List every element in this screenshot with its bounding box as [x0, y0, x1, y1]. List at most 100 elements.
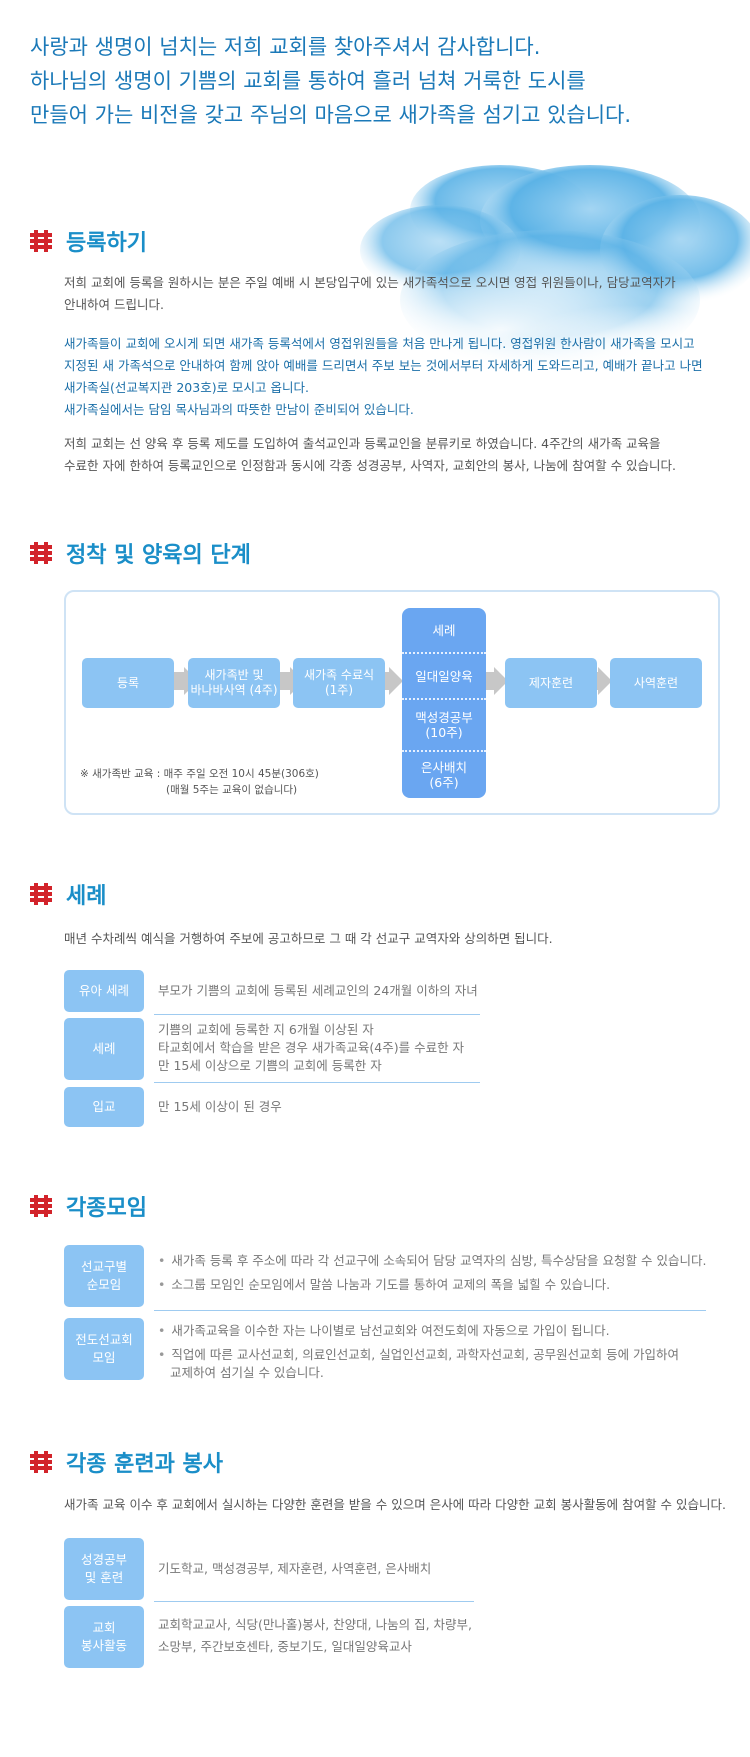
step-label: 세례: [432, 622, 456, 638]
cross-icon: [30, 883, 52, 905]
tag-district-group: 선교구별 순모임: [64, 1245, 144, 1307]
tag-label: 모임: [92, 1350, 116, 1365]
church-service-text: 교회학교교사, 식당(만나홀)봉사, 찬양대, 나눔의 집, 차량부, 소망부,…: [158, 1614, 472, 1658]
note-line: (매월 5주는 교육이 없습니다): [166, 784, 298, 796]
step-discipleship: 제자훈련: [505, 658, 597, 708]
confirmation-text: 만 15세 이상이 된 경우: [158, 1099, 282, 1114]
step-label: 새가족 수료식: [303, 668, 375, 682]
tag-mission-group: 전도선교회 모임: [64, 1318, 144, 1380]
divider: [154, 1082, 480, 1083]
intro-line-1: 사랑과 생명이 넘치는 저희 교회를 찾아주셔서 감사합니다.: [30, 35, 541, 59]
arrow-right-icon: [389, 667, 403, 695]
text-line: 저희 교회는 선 양육 후 등록 제도를 도입하여 출석교인과 등록교인을 분류…: [64, 436, 661, 451]
register-paragraph-3: 저희 교회는 선 양육 후 등록 제도를 도입하여 출석교인과 등록교인을 분류…: [64, 433, 724, 477]
intro-text: 사랑과 생명이 넘치는 저희 교회를 찾아주셔서 감사합니다. 하나님의 생명이…: [30, 30, 730, 132]
section-title-baptism: 세례: [30, 878, 106, 910]
tag-label: 유아 세례: [79, 983, 129, 998]
stack-baptism: 세례: [402, 608, 486, 654]
step-label: 등록: [116, 675, 140, 690]
bullet-text: 새가족교육을 이수한 자는 나이별로 남선교회와 여전도회에 자동으로 가입이 …: [171, 1323, 610, 1338]
cross-icon: [30, 1195, 52, 1217]
stack-gift-placement: 은사배치 (6주): [402, 752, 486, 798]
bullet-item: •새가족 등록 후 주소에 따라 각 선교구에 소속되어 담당 교역자의 심방,…: [158, 1253, 707, 1268]
divider: [154, 1014, 480, 1015]
steps-diagram-box: [64, 590, 720, 815]
step-label: 새가족반 및: [204, 668, 264, 682]
tag-label: 순모임: [86, 1277, 122, 1292]
step-label: 은사배치: [420, 760, 467, 775]
bullet-text: 새가족 등록 후 주소에 따라 각 선교구에 소속되어 담당 교역자의 심방, …: [171, 1253, 707, 1268]
infant-baptism-text: 부모가 기쁨의 교회에 등록된 세례교인의 24개월 이하의 자녀: [158, 983, 478, 998]
bullet-item: •새가족교육을 이수한 자는 나이별로 남선교회와 여전도회에 자동으로 가입이…: [158, 1323, 610, 1338]
section-title-text: 정착 및 양육의 단계: [66, 543, 251, 568]
text-line: 교회학교교사, 식당(만나홀)봉사, 찬양대, 나눔의 집, 차량부,: [158, 1617, 472, 1632]
bible-training-text: 기도학교, 맥성경공부, 제자훈련, 사역훈련, 은사배치: [158, 1561, 432, 1576]
step-label: (10주): [425, 725, 463, 740]
stack-bible-study: 맥성경공부 (10주): [402, 700, 486, 752]
step-label: (6주): [429, 775, 459, 790]
step-label: 바나바사역 (4주): [190, 683, 278, 697]
bullet-text: 직업에 따른 교사선교회, 의료인선교회, 실업인선교회, 과학자선교회, 공무…: [171, 1347, 680, 1362]
arrow-right-icon: [494, 667, 508, 695]
cloud-decoration: [340, 165, 750, 395]
stack-one-on-one: 일대일양육: [402, 654, 486, 700]
intro-line-3: 만들어 가는 비전을 갖고 주님의 마음으로 새가족을 섬기고 있습니다.: [30, 103, 632, 127]
arrow-connector: [172, 672, 186, 690]
text-line: 타교회에서 학습을 받은 경우 새가족교육(4주)를 수료한 자: [158, 1040, 465, 1055]
tag-label: 입교: [92, 1099, 116, 1114]
step-label: (1주): [324, 683, 354, 697]
text-line: 만 15세 이상으로 기쁨의 교회에 등록한 자: [158, 1058, 382, 1073]
arrow-right-icon: [598, 667, 612, 695]
arrow-connector: [383, 672, 391, 690]
text-line: 새가족실(선교복지관 203호)로 모시고 옵니다.: [64, 380, 310, 395]
cross-icon: [30, 1451, 52, 1473]
tag-label: 선교구별: [80, 1259, 127, 1274]
training-intro: 새가족 교육 이수 후 교회에서 실시하는 다양한 훈련을 받을 수 있으며 은…: [64, 1497, 726, 1512]
step-register: 등록: [82, 658, 174, 708]
text-line: 저희 교회에 등록을 원하시는 분은 주일 예배 시 본당입구에 있는 새가족석…: [64, 275, 676, 290]
register-paragraph-2: 새가족들이 교회에 오시게 되면 새가족 등록석에서 영접위원들을 처음 만나게…: [64, 333, 724, 421]
cross-icon: [30, 230, 52, 252]
steps-note: ※ 새가족반 교육 : 매주 주일 오전 10시 45분(306호) (매월 5…: [80, 766, 319, 798]
section-title-text: 각종모임: [66, 1196, 147, 1221]
tag-confirmation: 입교: [64, 1087, 144, 1127]
text-line: 새가족실에서는 담임 목사님과의 따뜻한 만남이 준비되어 있습니다.: [64, 402, 414, 417]
text-line: 새가족들이 교회에 오시게 되면 새가족 등록석에서 영접위원들을 처음 만나게…: [64, 336, 695, 351]
tag-infant-baptism: 유아 세례: [64, 970, 144, 1012]
step-label: 맥성경공부: [415, 710, 473, 725]
arrow-connector: [278, 672, 292, 690]
tag-baptism: 세례: [64, 1018, 144, 1080]
tag-label: 봉사활동: [80, 1638, 127, 1653]
tag-label: 전도선교회: [75, 1332, 133, 1347]
bullet-text: 소그룹 모임인 순모임에서 말씀 나눔과 기도를 통하여 교제의 폭을 넓힐 수…: [171, 1277, 611, 1292]
bullet-item: •직업에 따른 교사선교회, 의료인선교회, 실업인선교회, 과학자선교회, 공…: [158, 1347, 680, 1380]
text-line: 지정된 새 가족석으로 안내하여 함께 앉아 예배를 드리면서 주보 보는 것에…: [64, 358, 703, 373]
text-line: 수료한 자에 한하여 등록교인으로 인정함과 동시에 각종 성경공부, 사역자,…: [64, 458, 677, 473]
section-title-steps: 정착 및 양육의 단계: [30, 537, 251, 569]
step-ministry-training: 사역훈련: [610, 658, 702, 708]
step-label: 사역훈련: [633, 675, 679, 690]
tag-bible-training: 성경공부 및 훈련: [64, 1538, 144, 1600]
section-title-text: 세례: [66, 884, 107, 909]
tag-label: 교회: [92, 1620, 116, 1635]
text-line: 기쁨의 교회에 등록한 지 6개월 이상된 자: [158, 1022, 374, 1037]
cross-icon: [30, 542, 52, 564]
note-line: ※ 새가족반 교육 : 매주 주일 오전 10시 45분(306호): [80, 768, 319, 780]
section-title-text: 각종 훈련과 봉사: [66, 1452, 223, 1477]
arrow-connector: [486, 672, 496, 690]
section-title-groups: 각종모임: [30, 1190, 147, 1222]
step-stack: 세례 일대일양육 맥성경공부 (10주) 은사배치 (6주): [402, 608, 486, 798]
tag-label: 성경공부: [80, 1552, 127, 1567]
bullet-text: 교제하여 섬기실 수 있습니다.: [170, 1365, 324, 1380]
tag-label: 세례: [92, 1041, 116, 1056]
step-newfamily-class: 새가족반 및 바나바사역 (4주): [188, 658, 280, 708]
intro-line-2: 하나님의 생명이 기쁨의 교회를 통하여 흘러 넘쳐 거룩한 도시를: [30, 69, 586, 93]
register-paragraph-1: 저희 교회에 등록을 원하시는 분은 주일 예배 시 본당입구에 있는 새가족석…: [64, 272, 724, 316]
section-title-training: 각종 훈련과 봉사: [30, 1446, 223, 1478]
step-graduation: 새가족 수료식 (1주): [293, 658, 385, 708]
text-line: 안내하여 드립니다.: [64, 297, 164, 312]
tag-label: 및 훈련: [84, 1570, 124, 1585]
section-title-text: 등록하기: [66, 231, 147, 256]
step-label: 일대일양육: [415, 668, 473, 684]
text-line: 소망부, 주간보호센타, 중보기도, 일대일양육교사: [158, 1639, 412, 1654]
